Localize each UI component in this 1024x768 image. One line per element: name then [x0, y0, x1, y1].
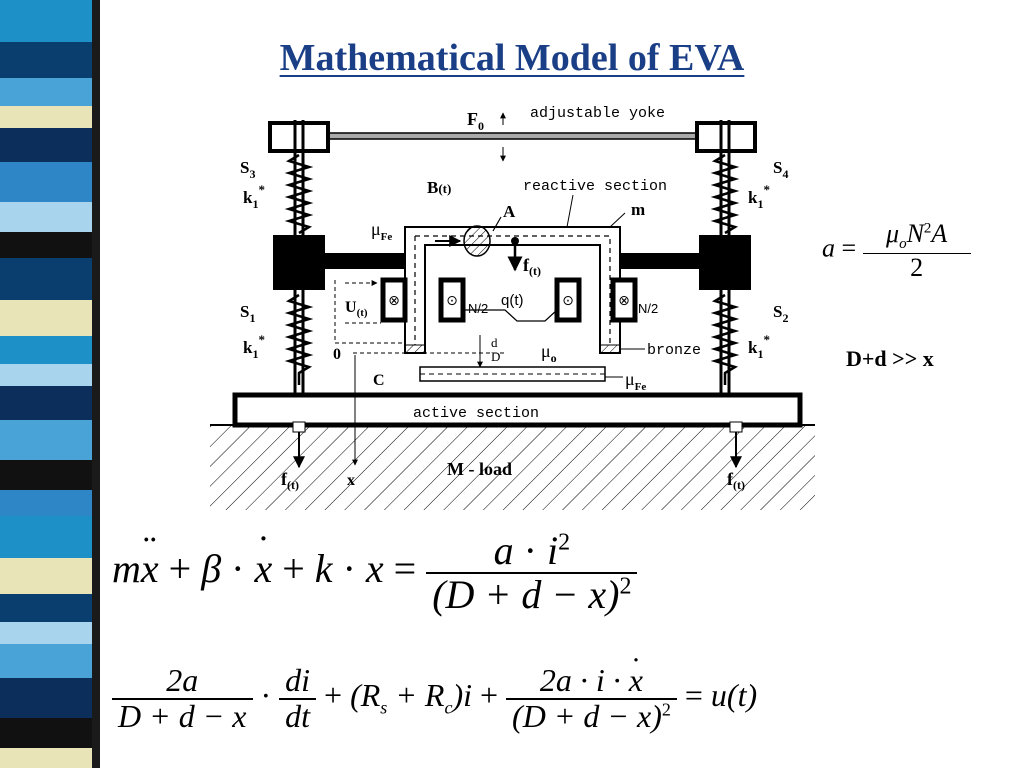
label-f-t-right: f(t) [727, 469, 745, 492]
label-b-t: B(t) [427, 178, 451, 197]
label-reactive-section: reactive section [523, 178, 667, 195]
label-x: x [347, 472, 355, 489]
stripe-segment [0, 516, 92, 558]
stripe-segment [0, 678, 92, 718]
label-zero: 0 [333, 346, 341, 363]
svg-text:⊗: ⊗ [388, 293, 400, 309]
circuit-equation: 2a D + d − x · di dt + (Rs + Rc)i + 2a ·… [112, 652, 757, 733]
stripe-segment [0, 644, 92, 678]
stripe-segment [0, 232, 92, 258]
svg-text:⊙: ⊙ [446, 293, 458, 309]
label-k1-top-right: k1* [748, 182, 770, 211]
spring-s2 [710, 293, 740, 385]
stripe-segment [0, 78, 92, 106]
label-m: m [631, 200, 645, 219]
stripe-segment [0, 336, 92, 364]
decorative-stripe-bar [0, 0, 100, 768]
stripe-segment [0, 258, 92, 300]
label-s1: S1 [240, 302, 255, 325]
label-f-t-mid: f(t) [523, 255, 541, 278]
label-k1-top-left: k1* [243, 182, 265, 211]
label-a: A [503, 202, 516, 221]
stripe-segment [0, 748, 92, 768]
label-load: M - load [447, 459, 512, 479]
reactive-section [404, 226, 621, 354]
adjustable-yoke-bar [324, 132, 701, 140]
stripe-segment [0, 420, 92, 460]
stripe-segment [0, 386, 92, 420]
approximation-condition: D+d >> x [846, 346, 934, 371]
slide-title: Mathematical Model of EVA [279, 37, 745, 79]
label-k1-bottom-right: k1* [748, 332, 770, 361]
label-u-t: U(t) [345, 299, 368, 319]
label-n2-right: N/2 [638, 301, 658, 316]
label-s3: S3 [240, 158, 255, 181]
label-mu-fe-top: μFe [371, 219, 392, 243]
label-active-section: active section [413, 405, 539, 422]
stripe-segment [0, 558, 92, 594]
spring-s4 [710, 153, 740, 235]
stripe-segment [0, 594, 92, 622]
stripe-segment [0, 202, 92, 232]
stripe-segment [0, 162, 92, 202]
spring-s3 [284, 153, 314, 235]
stripe-segment [0, 42, 92, 78]
stripe-segment [0, 718, 92, 748]
label-d-big: D [491, 349, 500, 364]
label-q-t: q(t) [501, 292, 524, 309]
label-bronze: bronze [647, 342, 701, 359]
label-f0: F0 [467, 109, 484, 133]
svg-text:⊙: ⊙ [562, 293, 574, 309]
ground-hatch [210, 425, 815, 510]
stripe-segment [0, 490, 92, 516]
label-s2: S2 [773, 302, 788, 325]
label-k1-bottom-left: k1* [243, 332, 265, 361]
label-mu-fe-bottom: μFe [625, 369, 646, 393]
stripe-segment [0, 106, 92, 128]
stripe-segment [0, 128, 92, 162]
armature-a [463, 225, 491, 257]
eva-diagram: ⊗ ⊙ ⊙ ⊗ F0 adjustable yoke S3 S4 k1* k1*… [210, 105, 815, 510]
left-mass-block [273, 235, 325, 290]
active-section-base [232, 392, 803, 428]
stripe-segment [0, 0, 92, 42]
stripe-segment [0, 364, 92, 386]
label-mu-o: μo [541, 341, 557, 365]
right-mass-block [699, 235, 751, 290]
stripe-segment [0, 622, 92, 644]
label-c: C [373, 372, 385, 389]
equation-a-definition: a = μoN2A 2 [822, 220, 971, 281]
label-f-t-left: f(t) [281, 469, 299, 492]
spring-s1 [284, 293, 314, 385]
stripe-segment [0, 460, 92, 490]
label-s4: S4 [773, 158, 788, 181]
svg-text:⊗: ⊗ [618, 293, 630, 309]
label-n2-left: N/2 [468, 301, 488, 316]
equation-of-motion: mx¨ + β · x˙ + k · x = a · i2 (D + d − x… [112, 530, 638, 616]
label-yoke: adjustable yoke [530, 105, 665, 122]
label-d-small: d [491, 335, 498, 350]
stripe-segment [0, 300, 92, 336]
